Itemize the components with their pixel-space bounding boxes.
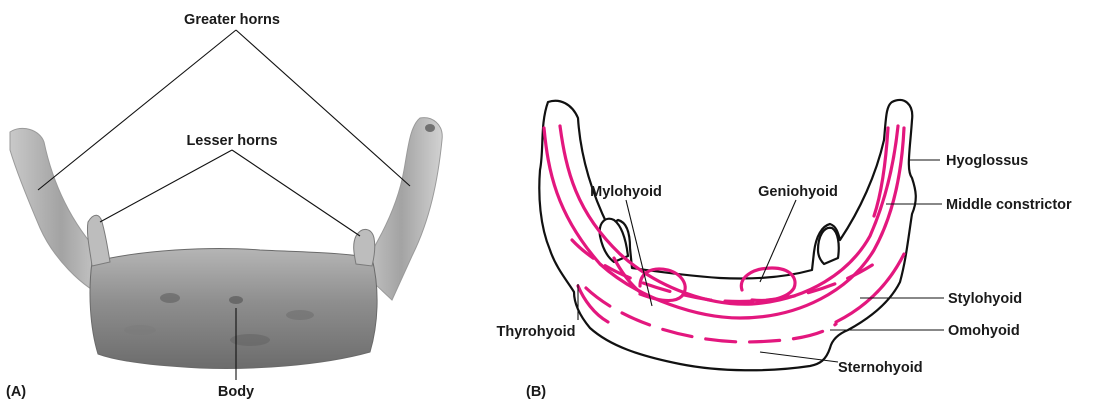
- label-geniohyoid: Geniohyoid: [758, 184, 838, 200]
- label-sternohyoid: Sternohyoid: [838, 360, 923, 376]
- label-lesser-horns: Lesser horns: [186, 133, 277, 149]
- hyoid-photo: [10, 118, 442, 369]
- panel-b: Hyoglossus Middle constrictor Mylohyoid …: [497, 100, 1073, 400]
- label-greater-horns: Greater horns: [184, 12, 280, 28]
- left-lesser-horn: [87, 215, 110, 266]
- panel-a: Greater horns Lesser horns Body (A): [6, 12, 442, 400]
- label-thyrohyoid: Thyrohyoid: [497, 324, 576, 340]
- right-lesser-horn-outline: [818, 228, 839, 264]
- panel-b-label: (B): [526, 384, 546, 400]
- label-stylohyoid: Stylohyoid: [948, 291, 1022, 307]
- label-middle-constrictor: Middle constrictor: [946, 197, 1072, 213]
- panel-a-label: (A): [6, 384, 26, 400]
- label-mylohyoid: Mylohyoid: [590, 184, 662, 200]
- label-hyoglossus: Hyoglossus: [946, 153, 1028, 169]
- label-omohyoid: Omohyoid: [948, 323, 1020, 339]
- right-lesser-horn: [354, 229, 375, 266]
- label-body: Body: [218, 384, 254, 400]
- hyoid-body-shape: [90, 249, 377, 369]
